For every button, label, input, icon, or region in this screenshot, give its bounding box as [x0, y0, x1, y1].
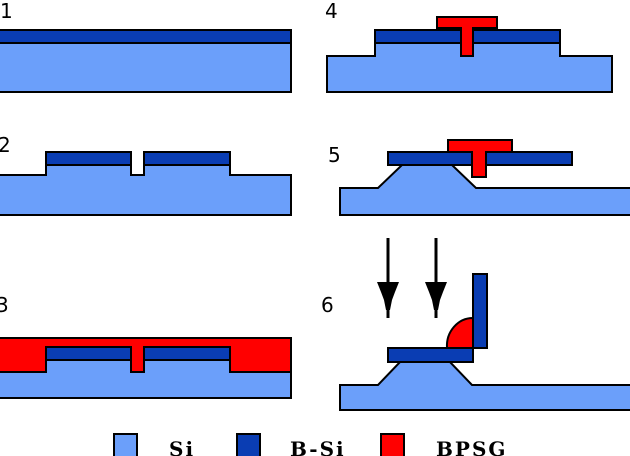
si-substrate	[339, 164, 630, 216]
step-4: 4	[325, 0, 613, 93]
si-substrate	[0, 42, 292, 93]
bsi-beam-horizontal	[387, 347, 474, 363]
arrow-icon	[425, 238, 447, 318]
bpsg-droplet	[445, 316, 474, 349]
bsi-layer	[472, 29, 561, 44]
step-label: 6	[321, 293, 334, 317]
legend: Si B-Si BPSG	[113, 433, 507, 456]
bsi-layer	[374, 29, 462, 44]
step-3: 3	[0, 293, 292, 399]
legend-label: BPSG	[436, 437, 507, 456]
legend-label: Si	[169, 437, 195, 456]
si-substrate	[339, 361, 630, 411]
step-label: 5	[328, 143, 341, 167]
legend-label: B-Si	[290, 437, 346, 456]
step-label: 3	[0, 293, 9, 317]
bsi-layer	[143, 151, 231, 166]
bsi-layer	[45, 151, 132, 166]
legend-swatch-bpsg	[380, 433, 405, 456]
bsi-layer	[143, 346, 231, 361]
bsi-layer	[0, 29, 292, 44]
bpsg-plug	[436, 16, 498, 57]
step-label: 2	[0, 133, 11, 157]
legend-swatch-si	[113, 433, 138, 456]
si-substrate	[326, 42, 613, 93]
step-5: 5	[328, 139, 630, 216]
bsi-layer	[45, 346, 132, 361]
legend-swatch-bsi	[236, 433, 261, 456]
bpsg-plug	[447, 139, 513, 178]
arrow-icon	[377, 238, 399, 318]
step-label: 4	[325, 0, 338, 23]
step-6: 6	[321, 238, 630, 411]
step-label: 1	[0, 0, 13, 23]
step-1: 1	[0, 0, 292, 93]
bsi-beam-vertical	[472, 273, 488, 349]
step-2: 2	[0, 133, 292, 216]
si-substrate	[0, 164, 292, 216]
